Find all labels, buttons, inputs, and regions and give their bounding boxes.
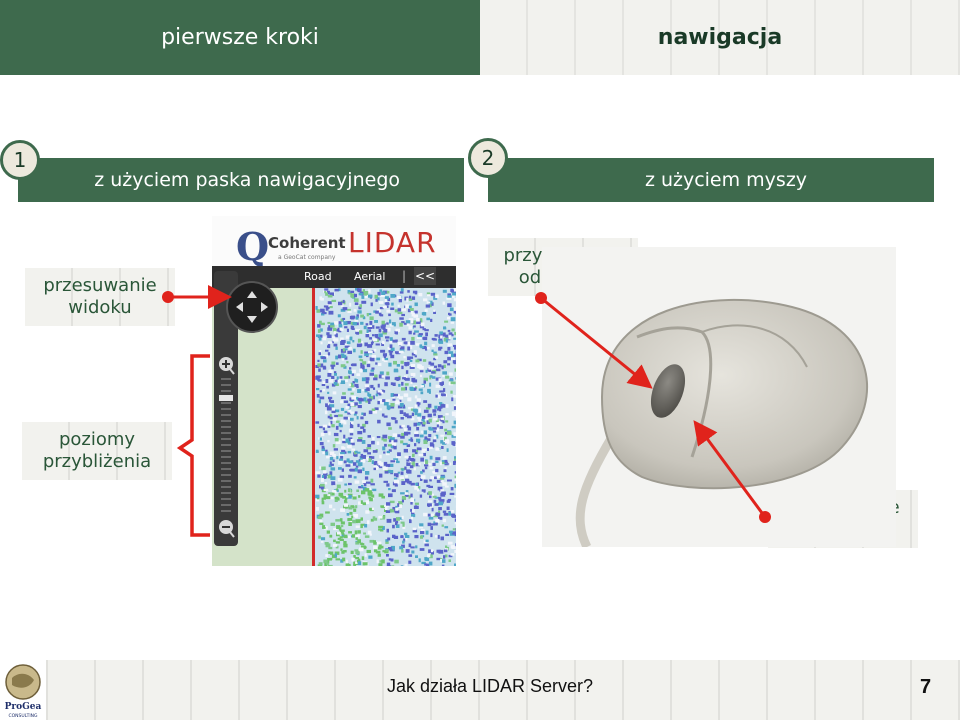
header-right-title: nawigacja <box>480 0 960 75</box>
label-line: przesuwanie <box>25 275 175 297</box>
progea-logo-sub: CONSULTING <box>8 713 38 719</box>
bracket-zoom-levels <box>180 356 210 535</box>
lidar-point-cloud <box>315 288 456 566</box>
section1-title: z użyciem paska nawigacyjnego <box>94 169 400 191</box>
section2-bar: z użyciem myszy <box>488 158 934 202</box>
coherent-logo-q: Q <box>236 224 269 269</box>
road-layer-button[interactable]: Road <box>304 270 332 283</box>
label-zoom-levels: poziomy przybliżenia <box>22 422 172 480</box>
header-left-title: pierwsze kroki <box>0 0 480 75</box>
section1-number-badge: 1 <box>0 140 40 180</box>
label-line: poziomy <box>22 429 172 451</box>
pan-control[interactable] <box>226 281 278 333</box>
mouse-body <box>602 300 867 488</box>
label-pan-map: przesuwanie widoku <box>25 268 175 326</box>
aerial-layer-button[interactable]: Aerial <box>354 270 385 283</box>
pan-down-icon[interactable] <box>247 316 257 323</box>
section1-bar: z użyciem paska nawigacyjnego <box>18 158 464 202</box>
progea-logo: ProGea CONSULTING <box>0 660 46 720</box>
toolbar-separator: | <box>402 269 406 283</box>
pan-up-icon[interactable] <box>247 291 257 298</box>
footer-title: Jak działa LIDAR Server? <box>300 676 680 697</box>
collapse-button[interactable]: << <box>414 267 436 285</box>
pan-left-icon[interactable] <box>236 302 243 312</box>
label-line: widoku <box>25 297 175 319</box>
section2-number-badge: 2 <box>468 138 508 178</box>
section2-title: z użyciem myszy <box>645 169 807 191</box>
mouse-cable <box>580 437 612 547</box>
zoom-in-icon[interactable] <box>219 357 234 374</box>
zoom-out-icon[interactable] <box>219 520 234 537</box>
page-number: 7 <box>920 676 931 699</box>
lidar-logo-text: LIDAR <box>348 226 437 259</box>
pan-right-icon[interactable] <box>261 302 268 312</box>
coherent-logo-tagline: a GeoCat company <box>278 254 335 261</box>
map-screenshot: Q Coherent a GeoCat company LIDAR Road A… <box>212 216 456 566</box>
mouse-photo <box>542 247 896 547</box>
label-line: przybliżenia <box>22 451 172 473</box>
zoom-slider-handle[interactable] <box>219 395 233 401</box>
progea-logo-text: ProGea <box>5 702 42 712</box>
coherent-logo-text: Coherent <box>268 234 346 252</box>
